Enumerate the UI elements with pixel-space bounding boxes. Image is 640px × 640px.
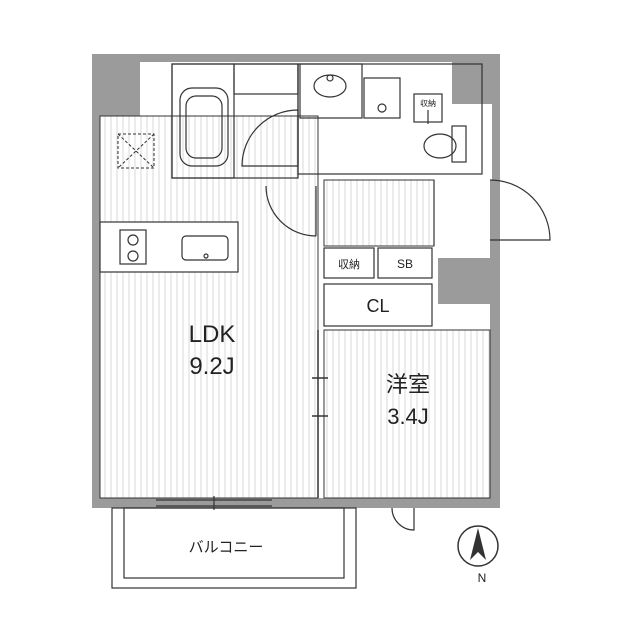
western-room-name: 洋室: [386, 372, 430, 397]
western-room-size: 3.4J: [387, 404, 429, 429]
wet-area: [171, 63, 483, 179]
closet-label: CL: [366, 296, 389, 316]
washing-machine-icon: [363, 77, 401, 119]
compass-label: N: [478, 571, 487, 585]
corridor-floor: [323, 179, 435, 247]
ldk-floor: [99, 115, 319, 499]
balcony-label: バルコニー: [189, 539, 264, 556]
wash-storage-label: 収納: [420, 98, 436, 108]
partition: [312, 330, 328, 498]
ldk-name: LDK: [189, 321, 236, 348]
toilet-icon: [423, 133, 457, 159]
balcony: [111, 507, 357, 589]
sink-icon: [181, 235, 229, 261]
bathtub-icon: [179, 87, 229, 167]
doors: [265, 179, 551, 531]
bath-door-icon: [241, 109, 299, 167]
toilet-tank-icon: [451, 125, 467, 163]
storage-units: [323, 247, 433, 327]
kitchen-counter: [99, 221, 239, 273]
ldk-size: 9.2J: [189, 353, 234, 380]
stove-icon: [119, 229, 147, 265]
void-icon: [117, 133, 155, 169]
storage-label: 収納: [338, 258, 360, 271]
shoe-box-label: SB: [397, 257, 413, 271]
western-room-floor: [323, 329, 491, 499]
compass-icon: [457, 525, 499, 567]
